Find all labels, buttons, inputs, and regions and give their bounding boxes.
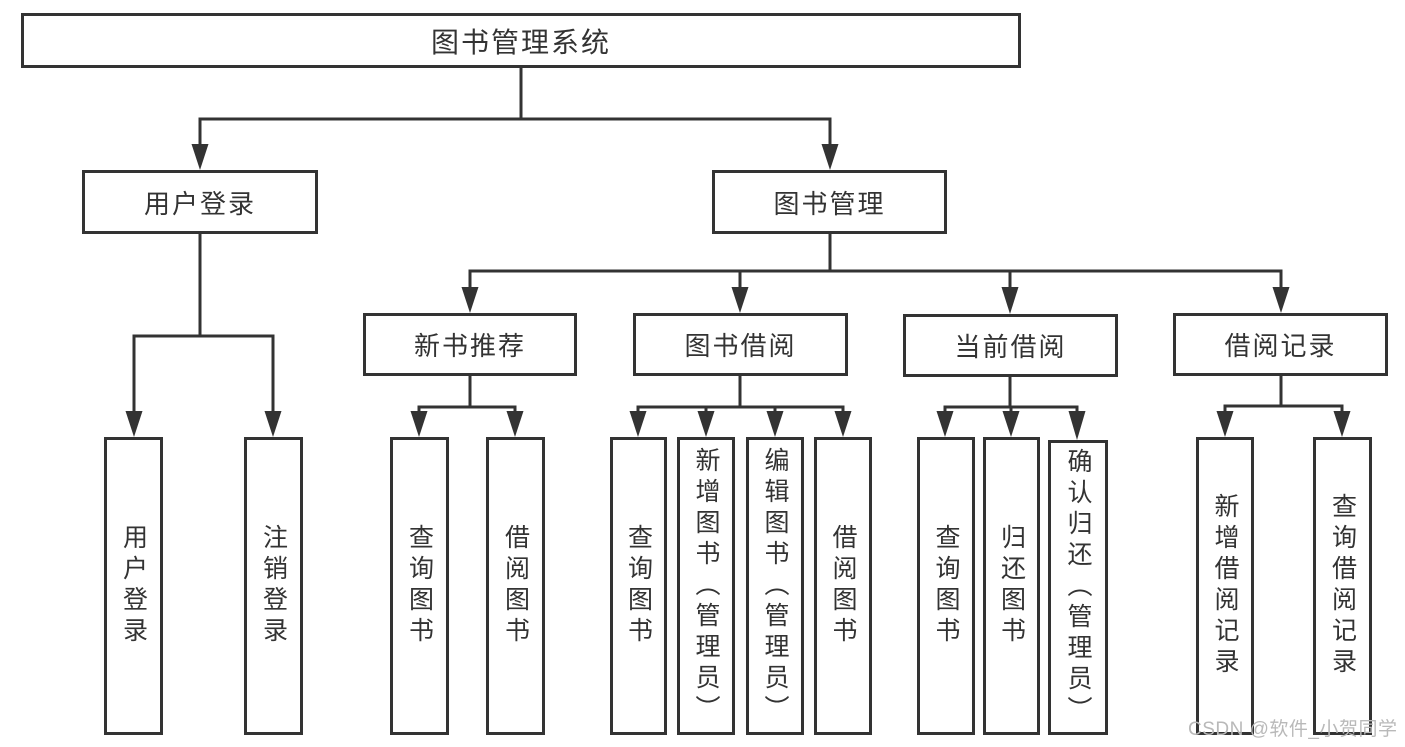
leaf-current-return-books: 归还图书 [983,437,1040,735]
node-label: 查询图书 [624,524,653,648]
node-new-book-recommendation: 新书推荐 [363,313,577,376]
leaf-borrow-borrow-books: 借阅图书 [814,437,872,735]
node-library-management-system: 图书管理系统 [21,13,1021,68]
node-label: 查询图书 [932,524,960,648]
node-borrowing-records: 借阅记录 [1173,313,1388,376]
leaf-current-confirm-return-admin: 确认归还（管理员） [1048,440,1108,735]
node-label: 确认归还（管理员） [1064,448,1092,727]
node-label: 查询借阅记录 [1328,493,1357,679]
leaf-borrow-edit-books-admin: 编辑图书（管理员） [746,437,804,735]
leaf-user-login: 用户登录 [104,437,163,735]
leaf-recommend-query-books: 查询图书 [390,437,449,735]
leaf-records-query-record: 查询借阅记录 [1313,437,1372,735]
leaf-borrow-query-books: 查询图书 [610,437,667,735]
leaf-recommend-borrow-books: 借阅图书 [486,437,545,735]
node-label: 图书借阅 [684,331,797,361]
node-label: 借阅图书 [829,524,857,648]
node-label: 新增借阅记录 [1211,493,1239,679]
node-label: 注销登录 [259,524,288,648]
node-label: 新书推荐 [413,331,526,361]
node-book-borrowing: 图书借阅 [633,313,848,376]
node-label: 借阅记录 [1224,331,1337,361]
node-label: 借阅图书 [501,524,530,648]
node-label: 用户登录 [143,188,256,219]
node-label: 图书管理系统 [430,26,611,58]
leaf-borrow-add-books-admin: 新增图书（管理员） [677,437,735,735]
node-label: 当前借阅 [954,332,1067,362]
node-book-management: 图书管理 [712,170,947,234]
node-label: 归还图书 [997,524,1026,648]
node-label: 用户登录 [119,524,148,648]
leaf-logout-login: 注销登录 [244,437,303,735]
node-label: 编辑图书（管理员） [761,446,789,726]
node-user-login: 用户登录 [82,170,318,234]
node-label: 图书管理 [773,188,886,219]
node-label: 查询图书 [405,524,434,648]
csdn-watermark: CSDN @软件_小贺同学 [1188,719,1398,740]
node-current-borrowing: 当前借阅 [903,314,1118,377]
leaf-current-query-books: 查询图书 [917,437,975,735]
leaf-records-add-record: 新增借阅记录 [1196,437,1254,735]
node-label: 新增图书（管理员） [692,446,720,726]
